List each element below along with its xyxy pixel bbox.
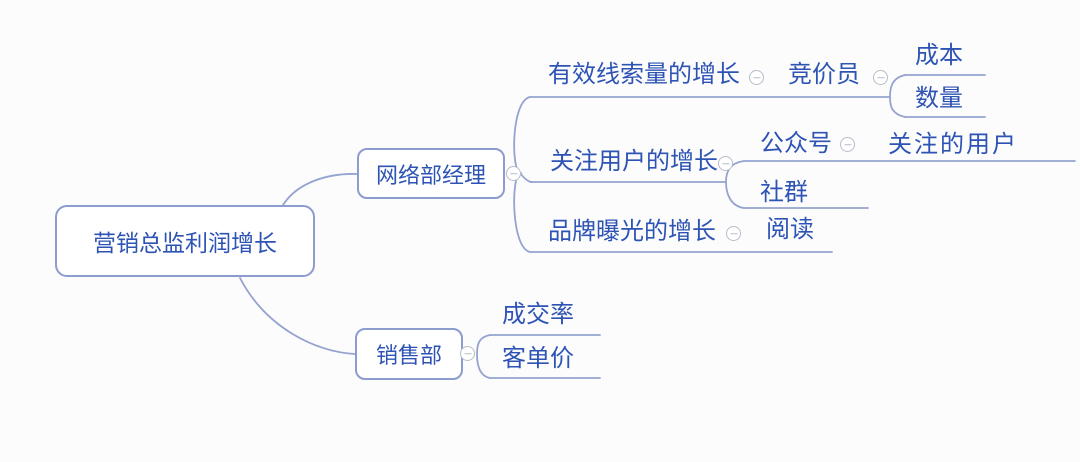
collapse-button-bidder[interactable] — [873, 70, 888, 85]
minus-icon — [510, 172, 517, 175]
bracket-network-middle-stub — [519, 172, 533, 183]
node-community[interactable]: 社群 — [760, 179, 808, 206]
bracket-bidder-children — [889, 74, 906, 118]
minus-icon — [753, 76, 760, 79]
node-network-manager[interactable]: 网络部经理 — [357, 148, 505, 199]
collapse-button-network-manager[interactable] — [506, 166, 521, 181]
collapse-button-brand-exposure[interactable] — [726, 226, 741, 241]
minus-icon — [464, 352, 471, 355]
minus-icon — [722, 162, 729, 165]
minus-icon — [877, 76, 884, 79]
collapse-button-valid-leads[interactable] — [749, 70, 764, 85]
bracket-followers-children — [725, 160, 745, 209]
node-brand-exposure-growth[interactable]: 品牌曝光的增长 — [548, 218, 716, 245]
collapse-button-sales-dept[interactable] — [460, 346, 475, 361]
node-bidder[interactable]: 竞价员 — [788, 61, 860, 88]
node-root-profit-growth[interactable]: 营销总监利润增长 — [55, 205, 315, 277]
node-order-value[interactable]: 客单价 — [502, 345, 574, 372]
collapse-button-official-account[interactable] — [840, 137, 855, 152]
minus-icon — [730, 232, 737, 235]
curve-root-to-network — [282, 173, 358, 206]
collapse-button-followers[interactable] — [718, 156, 733, 171]
minus-icon — [844, 143, 851, 146]
node-deal-rate[interactable]: 成交率 — [502, 301, 574, 328]
node-sales-dept[interactable]: 销售部 — [355, 328, 463, 380]
curve-root-to-sales — [239, 277, 356, 355]
node-valid-leads-growth[interactable]: 有效线索量的增长 — [548, 61, 740, 88]
node-reading[interactable]: 阅读 — [766, 216, 814, 243]
node-official-account[interactable]: 公众号 — [760, 130, 832, 157]
node-followers-growth[interactable]: 关注用户的增长 — [550, 148, 718, 175]
bracket-sales-children — [476, 334, 491, 379]
node-quantity[interactable]: 数量 — [915, 85, 963, 112]
node-followed-users[interactable]: 关注的用户 — [888, 131, 1018, 158]
node-cost[interactable]: 成本 — [915, 42, 963, 69]
